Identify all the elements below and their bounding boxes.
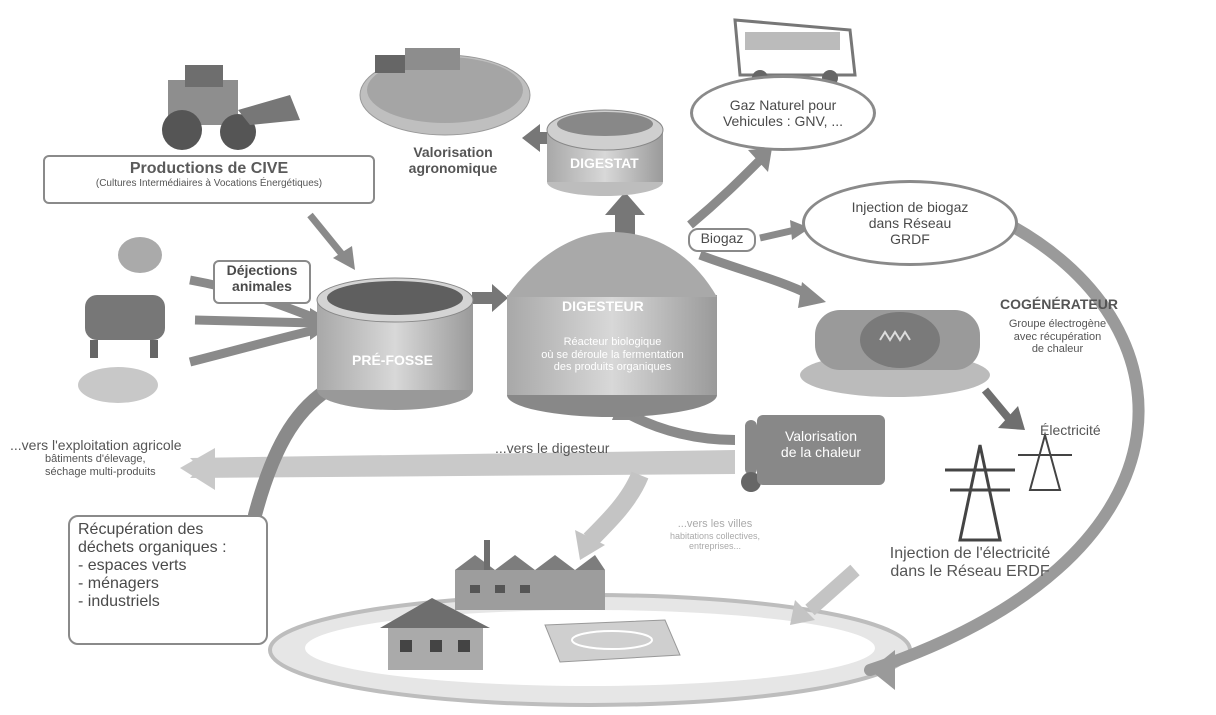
digestat-label: DIGESTAT: [570, 155, 639, 171]
heat-to-farm-arrow: [190, 450, 735, 478]
prefosse-tank: [316, 277, 474, 410]
cogenerateur-line1: Groupe électrogène: [1008, 318, 1107, 330]
digesteur-line1: Réacteur biologique: [563, 336, 662, 348]
dejections-line1: Déjections: [226, 262, 298, 278]
cive-subtitle: (Cultures Intermédiaires à Vocations Éne…: [95, 178, 323, 190]
cogenerateur-title: COGÉNÉRATEUR: [1000, 296, 1118, 312]
house-icon: [380, 598, 490, 670]
injection-elec-line2: dans le Réseau ERDF: [890, 563, 1050, 581]
recuperation-line1: Récupération des: [78, 521, 204, 538]
tractor-icon: [162, 65, 300, 150]
prefosse-to-digester-arrow: [472, 284, 508, 312]
curve-arrowhead: [870, 650, 895, 690]
digestat-tank: [546, 109, 664, 196]
valorisation-chaleur-line1: Valorisation: [784, 428, 858, 444]
vers-villes-label: ...vers les villes habitations collectiv…: [640, 518, 790, 551]
injection-elec-line1: Injection de l'électricité: [889, 545, 1051, 562]
valorisation-agro-line1: Valorisation: [413, 144, 493, 160]
vers-exploitation-label: ...vers l'exploitation agricole bâtiment…: [10, 437, 182, 478]
valorisation-chaleur-label: Valorisation de la chaleur: [760, 428, 882, 460]
recuperation-line5: - industriels: [78, 593, 160, 610]
cogenerator-machine: [800, 310, 990, 397]
cogenerateur-line2: avec récupération: [1013, 330, 1102, 343]
electricite-label: Électricité: [1040, 422, 1101, 438]
vers-exploitation-line1: ...vers l'exploitation agricole: [10, 437, 182, 453]
power-pylon-icon: [945, 431, 1072, 542]
cive-title: Productions de CIVE: [129, 160, 289, 177]
injection-biogaz-line2: dans Réseau: [868, 215, 952, 231]
gnv-oval: Gaz Naturel pour Vehicules : GNV, ...: [690, 75, 876, 151]
valorisation-agro-label: Valorisation agronomique: [393, 144, 513, 176]
gnv-line2: Vehicules : GNV, ...: [722, 113, 844, 129]
vers-villes-line1: ...vers les villes: [677, 518, 753, 530]
dejections-box: Déjections animales: [213, 260, 311, 304]
prefosse-label: PRÉ-FOSSE: [352, 352, 433, 368]
sports-field-icon: [544, 619, 681, 663]
gnv-line1: Gaz Naturel pour: [729, 97, 837, 113]
digesteur-line3: des produits organiques: [553, 361, 672, 374]
injection-biogaz-oval: Injection de biogaz dans Réseau GRDF: [802, 180, 1018, 266]
field-icon: [359, 48, 531, 136]
digesteur-line2: où se déroule la fermentation: [541, 348, 684, 361]
factory-icon: [455, 540, 605, 610]
bus-icon: [733, 18, 857, 86]
cogenerateur-description: Groupe électrogène avec récupération de …: [1000, 318, 1115, 356]
injection-biogaz-line3: GRDF: [890, 231, 930, 247]
valorisation-chaleur-line2: de la chaleur: [780, 444, 862, 461]
vers-digesteur-label: ...vers le digesteur: [495, 440, 610, 456]
digesteur-description: Réacteur biologique où se déroule la fer…: [510, 336, 715, 374]
vers-villes-line2: habitations collectives,: [669, 530, 761, 541]
digester-tank: [507, 232, 717, 417]
vers-villes-line3: entreprises...: [688, 540, 742, 551]
dejections-line2: animales: [232, 278, 292, 294]
cive-box: Productions de CIVE (Cultures Intermédia…: [43, 155, 375, 204]
vers-exploitation-line3: séchage multi-produits: [45, 465, 156, 478]
vers-exploitation-line2: bâtiments d'élevage,: [45, 453, 146, 466]
injection-biogaz-line1: Injection de biogaz: [851, 199, 969, 215]
recuperation-line4: - ménagers: [78, 575, 159, 592]
recuperation-line2: déchets organiques :: [78, 539, 227, 556]
animals-icon: [78, 237, 165, 403]
heat-valorisation-box: [757, 415, 885, 485]
injection-elec-label: Injection de l'électricité dans le Résea…: [870, 545, 1070, 582]
thermometer-icon: [741, 420, 761, 492]
recuperation-box: Récupération des déchets organiques : - …: [68, 515, 268, 645]
recuperation-line3: - espaces verts: [78, 557, 187, 574]
biogaz-label: Biogaz: [688, 228, 756, 252]
cogenerateur-line3: de chaleur: [1031, 343, 1084, 356]
valorisation-agro-line2: agronomique: [408, 160, 498, 177]
digesteur-title: DIGESTEUR: [562, 298, 644, 314]
